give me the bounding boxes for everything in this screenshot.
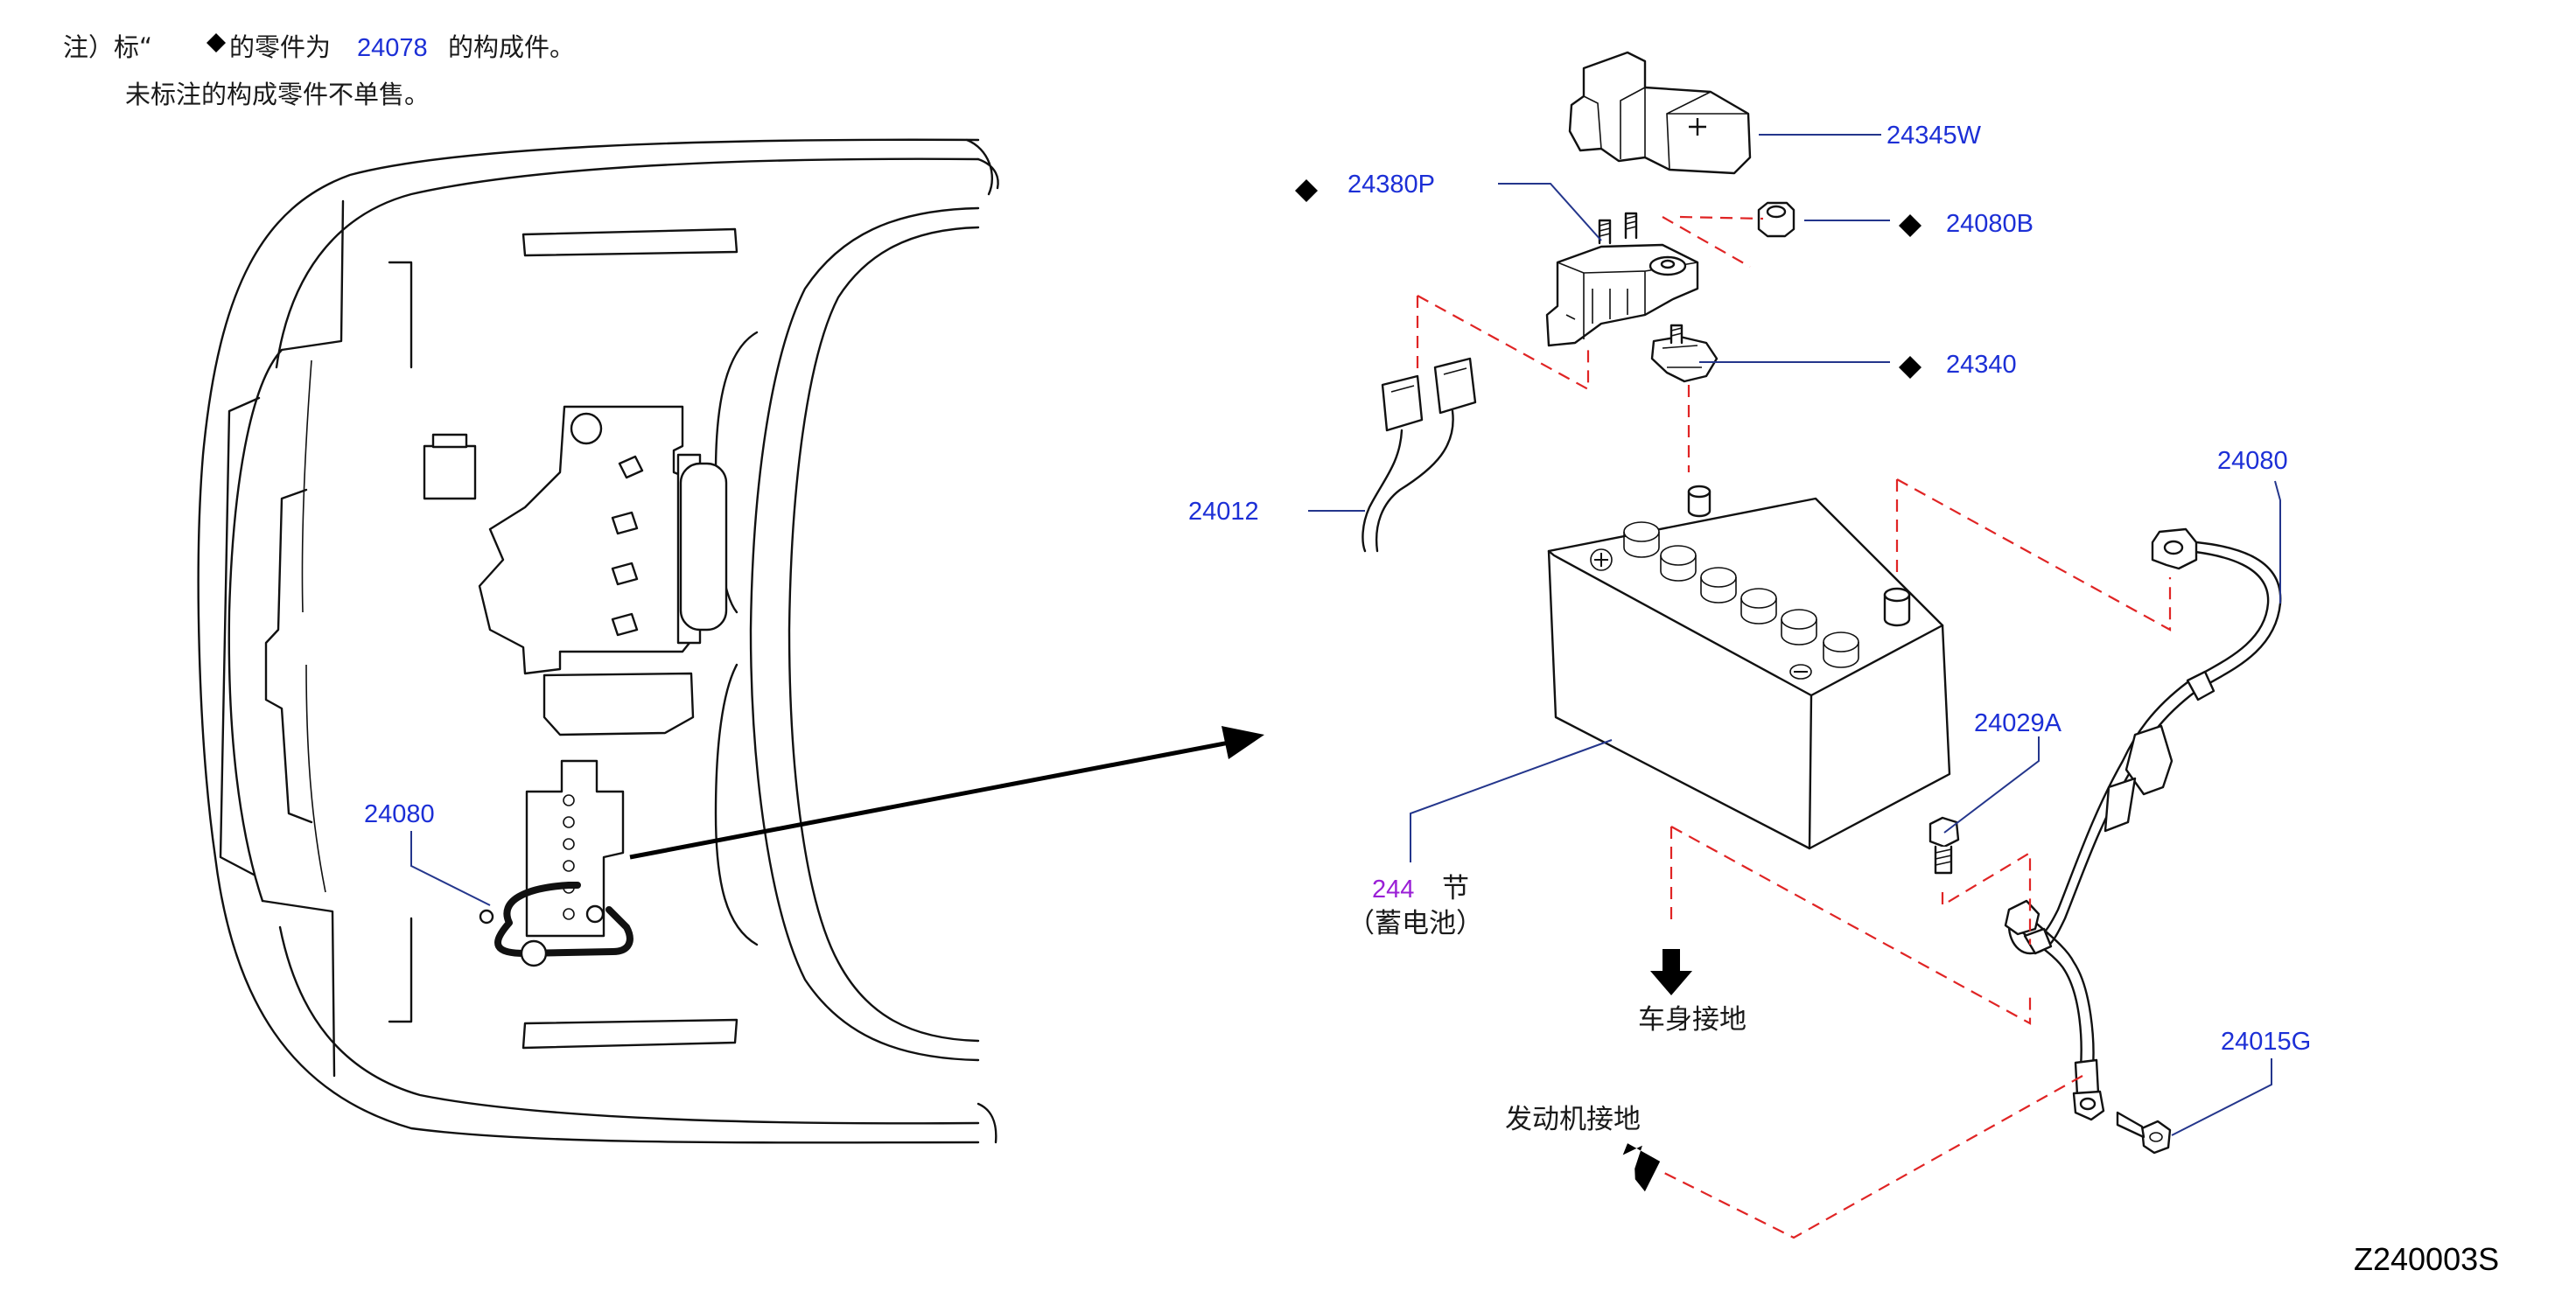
callout-24340[interactable]: 24340 xyxy=(1946,351,2017,379)
callout-24015G[interactable]: 24015G xyxy=(2221,1028,2311,1056)
cable-clamp xyxy=(520,939,548,967)
note-line1-middle: 的零件为 xyxy=(229,32,331,62)
note-line1-suffix: 的构成件。 xyxy=(448,32,575,62)
battery-cable-left xyxy=(494,882,634,958)
fuse-box-relays xyxy=(611,455,644,637)
note-part-24078[interactable]: 24078 xyxy=(357,34,428,62)
cable-terminal xyxy=(479,909,494,925)
callout-24080-right[interactable]: 24080 xyxy=(2217,447,2288,475)
car-hood-edge-bottom xyxy=(278,925,980,1125)
nut xyxy=(1757,201,1796,238)
diamond-icon xyxy=(206,33,226,52)
callout-24029A[interactable]: 24029A xyxy=(1974,709,2062,737)
wiring-connector xyxy=(1362,357,1477,553)
car-grille-outer xyxy=(219,396,261,876)
note: 注）标“ 的零件为 24078 的构成件。 未标注的构成零件不单售。 xyxy=(63,32,575,109)
engine-ground-arrow-icon xyxy=(1622,1143,1661,1192)
terminal-fuse-block xyxy=(1545,212,1699,347)
callout-24080-left[interactable]: 24080 xyxy=(364,800,435,828)
car-cowl-panel-top xyxy=(522,227,738,257)
callout-24345W[interactable]: 24345W xyxy=(1886,122,1982,150)
callout-24080B[interactable]: 24080B xyxy=(1946,210,2034,238)
fuse-box-base xyxy=(542,672,695,736)
fuse-box xyxy=(478,405,695,675)
relay-block xyxy=(423,444,477,500)
battery-terminal-clamp xyxy=(1650,324,1718,383)
car-hood-edge-top xyxy=(275,157,980,369)
engine-ground-label: 发动机接地 xyxy=(1505,1104,1641,1135)
note-line1-prefix: 注）标“ xyxy=(63,32,152,62)
car-fender-bottom xyxy=(261,899,336,1078)
terminal-cover xyxy=(1568,51,1752,175)
car-windshield-inner xyxy=(788,226,980,1043)
battery-section-suffix: 节 xyxy=(1442,873,1469,904)
car-mirror-bottom xyxy=(976,1102,998,1144)
diamond-icon xyxy=(1899,356,1922,379)
negative-cable xyxy=(2004,527,2282,1121)
diamond-icon xyxy=(1899,214,1922,237)
callouts: 24345W 24380P 24080B 24340 24012 24080 2… xyxy=(364,122,2499,1277)
car-outer-body xyxy=(197,138,980,1144)
car-inner-contour xyxy=(301,359,326,893)
callout-24012[interactable]: 24012 xyxy=(1188,498,1259,526)
car-strut-right xyxy=(714,663,759,946)
car-windshield-cowl xyxy=(749,206,980,1062)
battery xyxy=(1547,485,1951,850)
car-mirror-top xyxy=(965,138,999,196)
body-ground-label: 车身接地 xyxy=(1638,1004,1746,1036)
battery-name: （蓄电池） xyxy=(1348,908,1483,939)
bolt-24015G xyxy=(2116,1111,2172,1155)
battery-tray xyxy=(525,759,625,938)
reservoir xyxy=(679,462,728,632)
car-fender-top xyxy=(280,199,345,352)
car-hinge-marks xyxy=(388,261,413,1023)
diagram-code: Z240003S xyxy=(2354,1241,2499,1277)
body-ground-arrow-icon xyxy=(1650,949,1692,995)
car-cowl-panel-bottom xyxy=(522,1018,738,1050)
detail-arrow xyxy=(629,726,1264,860)
diamond-icon xyxy=(1295,179,1318,202)
battery-section-link[interactable]: 244 xyxy=(1372,876,1414,904)
fuse-box-cap xyxy=(570,412,603,445)
leader-lines xyxy=(410,134,2281,1136)
car-headlamp-notch xyxy=(264,488,313,824)
relay-block-cap xyxy=(431,433,468,449)
assembly-lines xyxy=(1416,215,2172,1239)
note-line2: 未标注的构成零件不单售。 xyxy=(125,80,430,109)
callout-24380P[interactable]: 24380P xyxy=(1348,171,1435,199)
vehicle-top-view xyxy=(197,138,999,1144)
car-bumper-inner xyxy=(228,348,284,903)
